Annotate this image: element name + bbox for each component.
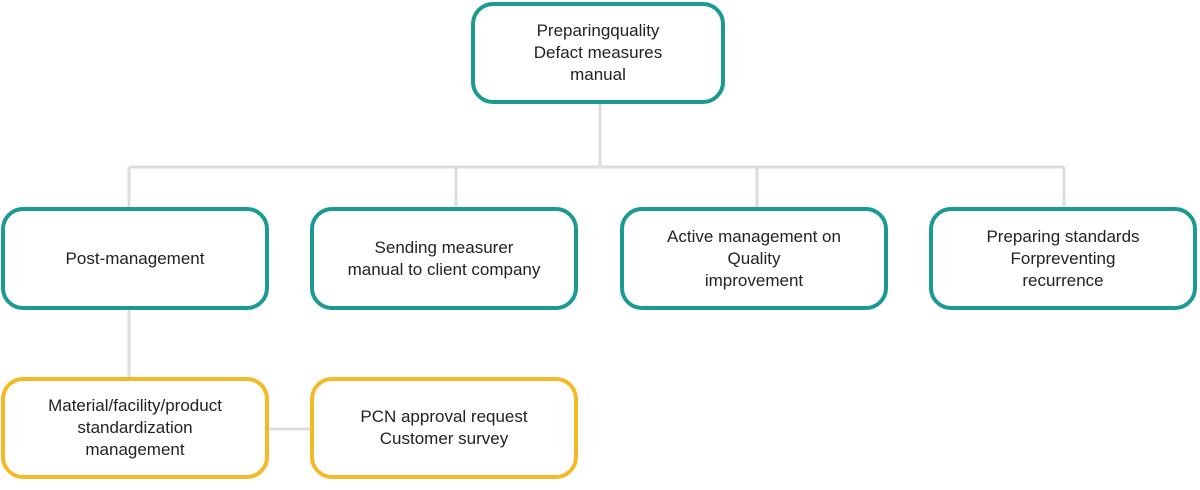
node-text-line: recurrence xyxy=(1022,270,1104,290)
node-text-line: management xyxy=(85,440,185,459)
node-standardization-text: Material/facility/product standardization… xyxy=(48,395,222,461)
node-text-line: Post-management xyxy=(65,248,205,268)
node-text-line: Preparing standards xyxy=(986,226,1140,246)
node-post-management-text: Post-management xyxy=(66,248,205,270)
node-text-line: Quality xyxy=(727,248,781,268)
node-text-line: Material/facility/product xyxy=(48,396,222,415)
node-text-line: manual xyxy=(570,65,626,84)
node-text-line: Sending measurer xyxy=(374,237,514,257)
node-standardization: Material/facility/product standardization… xyxy=(1,377,269,479)
node-post-management: Post-management xyxy=(1,207,269,310)
node-text-line: PCN approval request xyxy=(360,407,528,426)
node-text-line: Forpreventing xyxy=(1010,248,1116,268)
node-text-line: improvement xyxy=(704,270,804,290)
node-text-line: Defact measures xyxy=(533,43,663,62)
node-text-line: Active management on xyxy=(667,226,841,246)
node-text-line: standardization xyxy=(77,418,193,437)
node-text-line: manual to client company xyxy=(347,259,541,279)
node-text-line: Preparingquality xyxy=(536,21,660,40)
node-text-line: Customer survey xyxy=(379,429,509,448)
